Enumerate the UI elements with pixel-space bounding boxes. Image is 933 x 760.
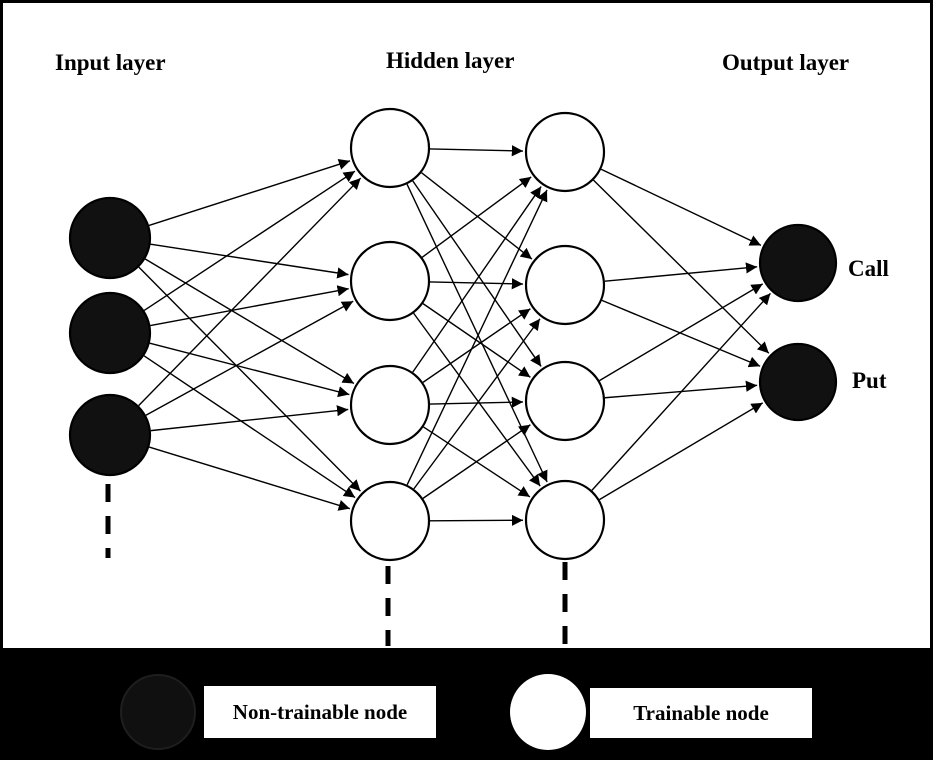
network-nodes <box>68 107 838 562</box>
trainable-legend-label: Trainable node <box>590 688 812 738</box>
connection-arrows <box>138 145 771 526</box>
legend-footer: Non-trainable node Trainable node <box>0 648 933 760</box>
non-trainable-node-icon <box>120 674 196 750</box>
hidden-layer-label: Hidden layer <box>386 48 515 73</box>
non-trainable-legend-label: Non-trainable node <box>204 686 436 738</box>
trainable-node-icon <box>510 674 586 750</box>
output-layer-label: Output layer <box>722 50 850 75</box>
input-layer-label: Input layer <box>55 50 166 75</box>
output-node-label-call: Call <box>848 256 889 281</box>
output-node-label-put: Put <box>852 368 887 393</box>
ellipsis-dashes <box>105 484 568 646</box>
